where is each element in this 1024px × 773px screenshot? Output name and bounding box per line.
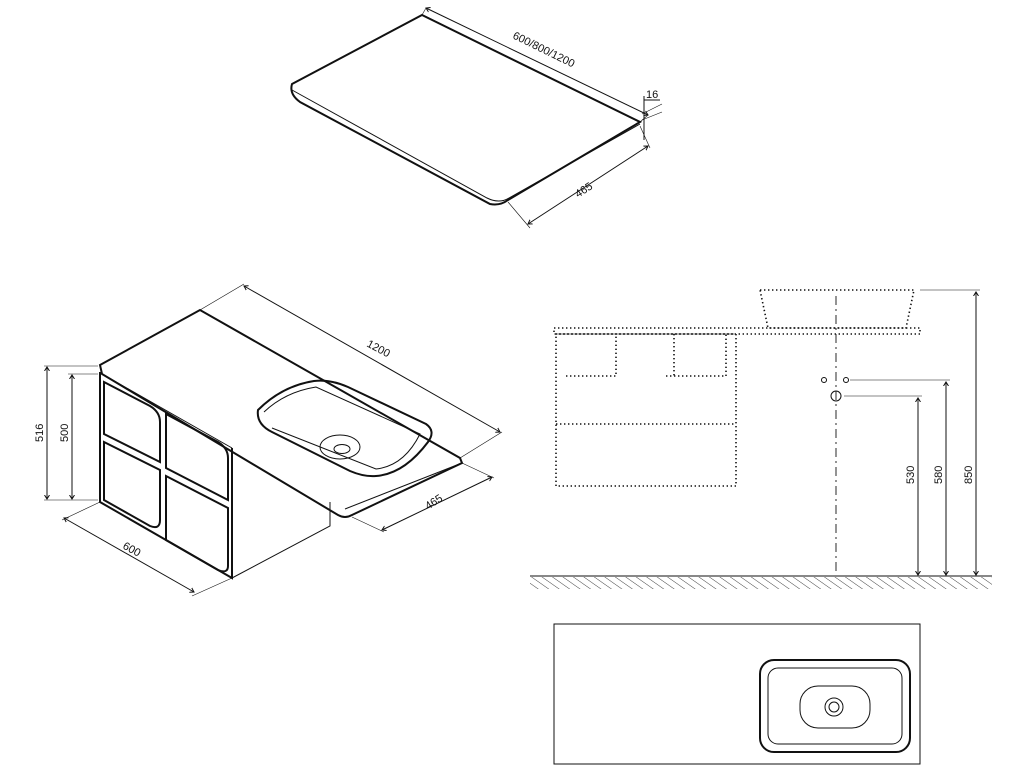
cabinet-front-width-label: 600	[121, 540, 143, 559]
countertop-view: 600/800/1200 16 465	[290, 8, 663, 229]
elevation-h850-label: 850	[963, 466, 975, 484]
elevation-h580-label: 580	[933, 466, 945, 484]
drawer-front-br	[165, 474, 229, 573]
plan-basin-outer	[759, 659, 911, 753]
plan-countertop	[553, 623, 921, 765]
elevation-basin	[759, 289, 915, 329]
drawer-front-tr	[165, 412, 229, 502]
plan-view	[553, 623, 921, 765]
elevation-cabinet	[555, 333, 737, 487]
cabinet-height-inner-label: 500	[59, 424, 71, 442]
cabinet-height-outer-label: 516	[34, 424, 46, 442]
front-elevation: 530 580 850	[530, 289, 992, 589]
drawer-front-bl	[103, 440, 161, 529]
elevation-h530-label: 530	[905, 466, 917, 484]
countertop-depth-label: 465	[573, 180, 595, 200]
countertop-thickness-label: 16	[646, 89, 658, 101]
cabinet-depth-label: 465	[423, 492, 445, 512]
cabinet-view: 516 500 1200 465 600	[34, 283, 503, 597]
countertop-outline	[290, 13, 643, 206]
basin	[256, 379, 433, 478]
drawer-front-tl	[103, 380, 161, 464]
cabinet-top-slab	[98, 308, 464, 518]
